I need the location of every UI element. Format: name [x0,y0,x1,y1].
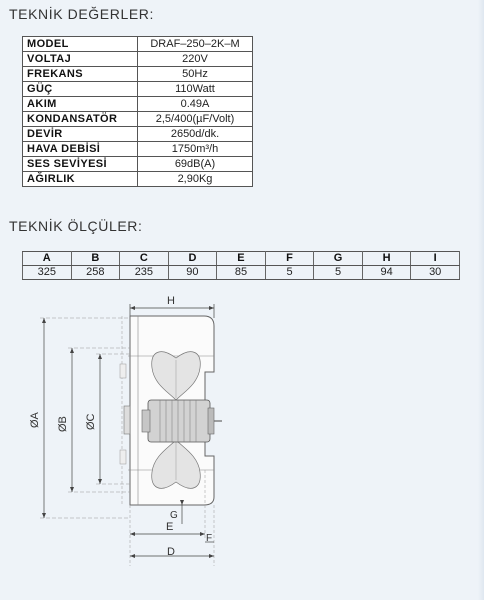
dimension-value: 5 [313,265,363,280]
spec-value: 69dB(A) [137,156,253,172]
dimension-value: 5 [264,265,315,280]
dimension-value: 258 [70,265,121,280]
spec-value: 220V [137,51,253,67]
page-edge [478,0,484,600]
spec-value: 0.49A [137,96,253,112]
spec-section-title: TEKNİK DEĞERLER: [9,6,154,22]
dimension-value: 30 [410,265,460,280]
dimension-header: D [167,251,218,266]
spec-label: SES SEVİYESİ [22,156,138,172]
spec-value: 110Watt [137,81,253,97]
spec-label: AKIM [22,96,138,112]
spec-label: HAVA DEBİSİ [22,141,138,157]
spec-value: 2,5/400(µF/Volt) [137,111,253,127]
dimension-header: H [361,251,412,266]
spec-label: MODEL [22,36,138,52]
spec-label: DEVİR [22,126,138,142]
dimension-label-c: ØC [85,413,97,430]
dimension-label-e: E [166,521,173,533]
dimension-header: C [119,251,169,266]
dimension-label-b: ØB [57,416,69,432]
fan-technical-drawing: H I ØA ØB ØC G [29,295,222,566]
dimensions-value-row: 325 258 235 90 85 5 5 94 30 [22,265,460,280]
dimension-header: B [70,251,121,266]
spec-label: FREKANS [22,66,138,82]
dimension-label-d: D [167,546,175,558]
spec-value: 2650d/dk. [137,126,253,142]
dimension-label-g: G [170,510,178,521]
dimension-header: A [22,251,72,266]
dimension-value: 90 [167,265,218,280]
dimension-header: I [410,251,460,266]
spec-value: 2,90Kg [137,171,253,187]
dimensions-header-row: A B C D E F G H I [22,251,460,266]
dimension-value: 85 [216,265,266,280]
dimension-header: E [216,251,266,266]
spec-label: KONDANSATÖR [22,111,138,127]
dimension-value: 94 [361,265,412,280]
spec-label: VOLTAJ [22,51,138,67]
spec-value: 1750m³/h [137,141,253,157]
dimensions-section-title: TEKNİK ÖLÇÜLER: [9,218,143,234]
spec-value: 50Hz [137,66,253,82]
dimension-value: 235 [119,265,169,280]
dimension-label-a: ØA [29,411,41,428]
spec-label: AĞIRLIK [22,171,138,187]
spec-label: GÜÇ [22,81,138,97]
dimension-label-h: H [167,295,175,307]
dimension-value: 325 [22,265,72,280]
dimension-header: G [313,251,363,266]
dimension-label-f: F [206,533,212,544]
dimension-header: F [264,251,315,266]
dimensions-table: A B C D E F G H I 325 258 235 90 85 5 5 … [22,251,460,280]
spec-value: DRAF–250–2K–M [137,36,253,52]
